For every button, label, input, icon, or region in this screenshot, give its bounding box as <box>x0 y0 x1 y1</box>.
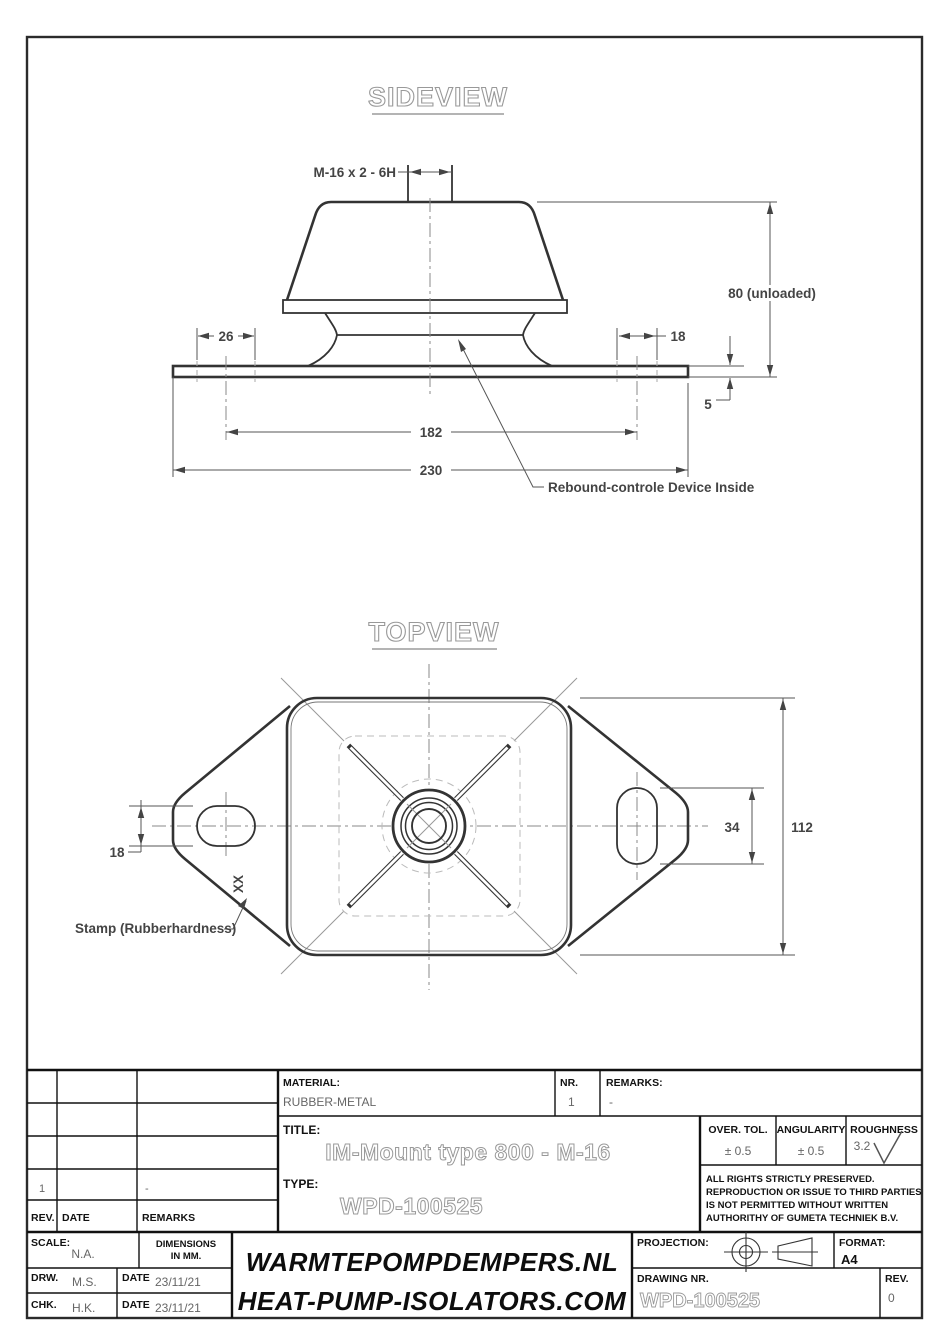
topview-dimensions: 18 34 112 <box>109 697 818 956</box>
material-value: RUBBER-METAL <box>283 1095 376 1109</box>
drawing-nr-label: DRAWING NR. <box>637 1273 709 1285</box>
dim-34: 34 <box>724 820 740 835</box>
title-label: TITLE: <box>283 1123 320 1137</box>
topview-geometry <box>152 664 708 990</box>
brand-line-2: HEAT-PUMP-ISOLATORS.COM <box>238 1286 627 1316</box>
rights-line-1: ALL RIGHTS STRICTLY PRESERVED. <box>706 1174 875 1185</box>
scale-label: SCALE: <box>31 1237 70 1249</box>
rev-value: 0 <box>888 1291 895 1305</box>
rev-col-label: REV. <box>31 1212 55 1224</box>
roughness-symbol-icon <box>873 1130 903 1165</box>
remarks-col-label: REMARKS <box>142 1212 195 1224</box>
dim-80: 80 (unloaded) <box>728 286 816 301</box>
chk-label: CHK. <box>31 1299 57 1311</box>
dim-182: 182 <box>420 425 443 440</box>
rebound-callout-text: Rebound-controle Device Inside <box>548 480 755 495</box>
angularity-value: ± 0.5 <box>798 1144 825 1158</box>
roughness-value: 3.2 <box>854 1139 871 1153</box>
nr-label: NR. <box>560 1077 578 1089</box>
over-tol-value: ± 0.5 <box>725 1144 752 1158</box>
topview: TOPVIEW <box>75 616 818 990</box>
dim-5: 5 <box>704 397 712 412</box>
drw-date-value: 23/11/21 <box>155 1275 201 1289</box>
format-value: A4 <box>841 1252 858 1267</box>
format-label: FORMAT: <box>839 1237 885 1249</box>
nr-value: 1 <box>568 1095 575 1109</box>
dim-18-top: 18 <box>109 845 125 860</box>
chk-date-value: 23/11/21 <box>155 1301 201 1315</box>
rev-label: REV. <box>885 1273 909 1285</box>
remarks-value: - <box>609 1095 613 1109</box>
title-block: 1 - REV. DATE REMARKS MATERIAL: RUBBER-M… <box>27 1068 922 1318</box>
type-value: WPD-100525 <box>340 1193 483 1219</box>
material-label: MATERIAL: <box>283 1077 340 1089</box>
rights-line-3: IS NOT PERMITTED WITHOUT WRITTEN <box>706 1200 888 1211</box>
stamp-callout-text: Stamp (Rubberhardness) <box>75 921 236 936</box>
dim-230: 230 <box>420 463 443 478</box>
sideview: SIDEVIEW <box>171 81 817 495</box>
rights-notice: ALL RIGHTS STRICTLY PRESERVED. REPRODUCT… <box>706 1174 922 1224</box>
projection-label: PROJECTION: <box>637 1237 709 1249</box>
drw-value: M.S. <box>72 1275 97 1289</box>
rights-line-2: REPRODUCTION OR ISSUE TO THIRD PARTIES <box>706 1187 922 1198</box>
dim-18-side: 18 <box>670 329 686 344</box>
scale-value: N.A. <box>71 1247 94 1261</box>
sheet-frame <box>25 35 924 1320</box>
dimensions-note-1: DIMENSIONS <box>156 1239 216 1250</box>
brand-line-1: WARMTEPOMPDEMPERS.NL <box>246 1247 619 1277</box>
rights-line-4: AUTHORITHY OF GUMETA TECHNIEK B.V. <box>706 1213 898 1224</box>
dim-112: 112 <box>791 820 813 835</box>
roughness-label: ROUGHNESS <box>850 1124 918 1136</box>
rebound-callout: Rebound-controle Device Inside <box>458 339 755 495</box>
type-label: TYPE: <box>283 1177 318 1191</box>
remarks-label: REMARKS: <box>606 1077 663 1089</box>
rev-row-number: 1 <box>39 1183 45 1195</box>
date-col-label: DATE <box>62 1212 90 1224</box>
dimensions-note-2: IN MM. <box>171 1251 202 1262</box>
first-angle-projection-icon <box>724 1232 818 1272</box>
sideview-dimensions: M-16 x 2 - 6H 26 18 80 (unloaded) <box>172 165 817 478</box>
sideview-geometry <box>171 165 690 440</box>
stamp-mark: XX <box>231 875 246 893</box>
title-value: IM-Mount type 800 - M-16 <box>325 1139 610 1165</box>
over-tol-label: OVER. TOL. <box>708 1124 767 1136</box>
stamp-callout: XX Stamp (Rubberhardness) <box>75 875 247 936</box>
drw-date-label: DATE <box>122 1272 150 1284</box>
rev-row-remarks: - <box>145 1183 149 1195</box>
title-block-grid <box>27 1068 922 1318</box>
chk-date-label: DATE <box>122 1299 150 1311</box>
drw-label: DRW. <box>31 1272 58 1284</box>
drawing-nr-value: WPD-100525 <box>640 1290 760 1312</box>
sideview-title: SIDEVIEW <box>368 82 508 112</box>
dim-26: 26 <box>218 329 234 344</box>
topview-title: TOPVIEW <box>368 617 499 647</box>
dim-thread: M-16 x 2 - 6H <box>313 165 396 180</box>
angularity-label: ANGULARITY <box>777 1124 846 1136</box>
chk-value: H.K. <box>72 1301 95 1315</box>
